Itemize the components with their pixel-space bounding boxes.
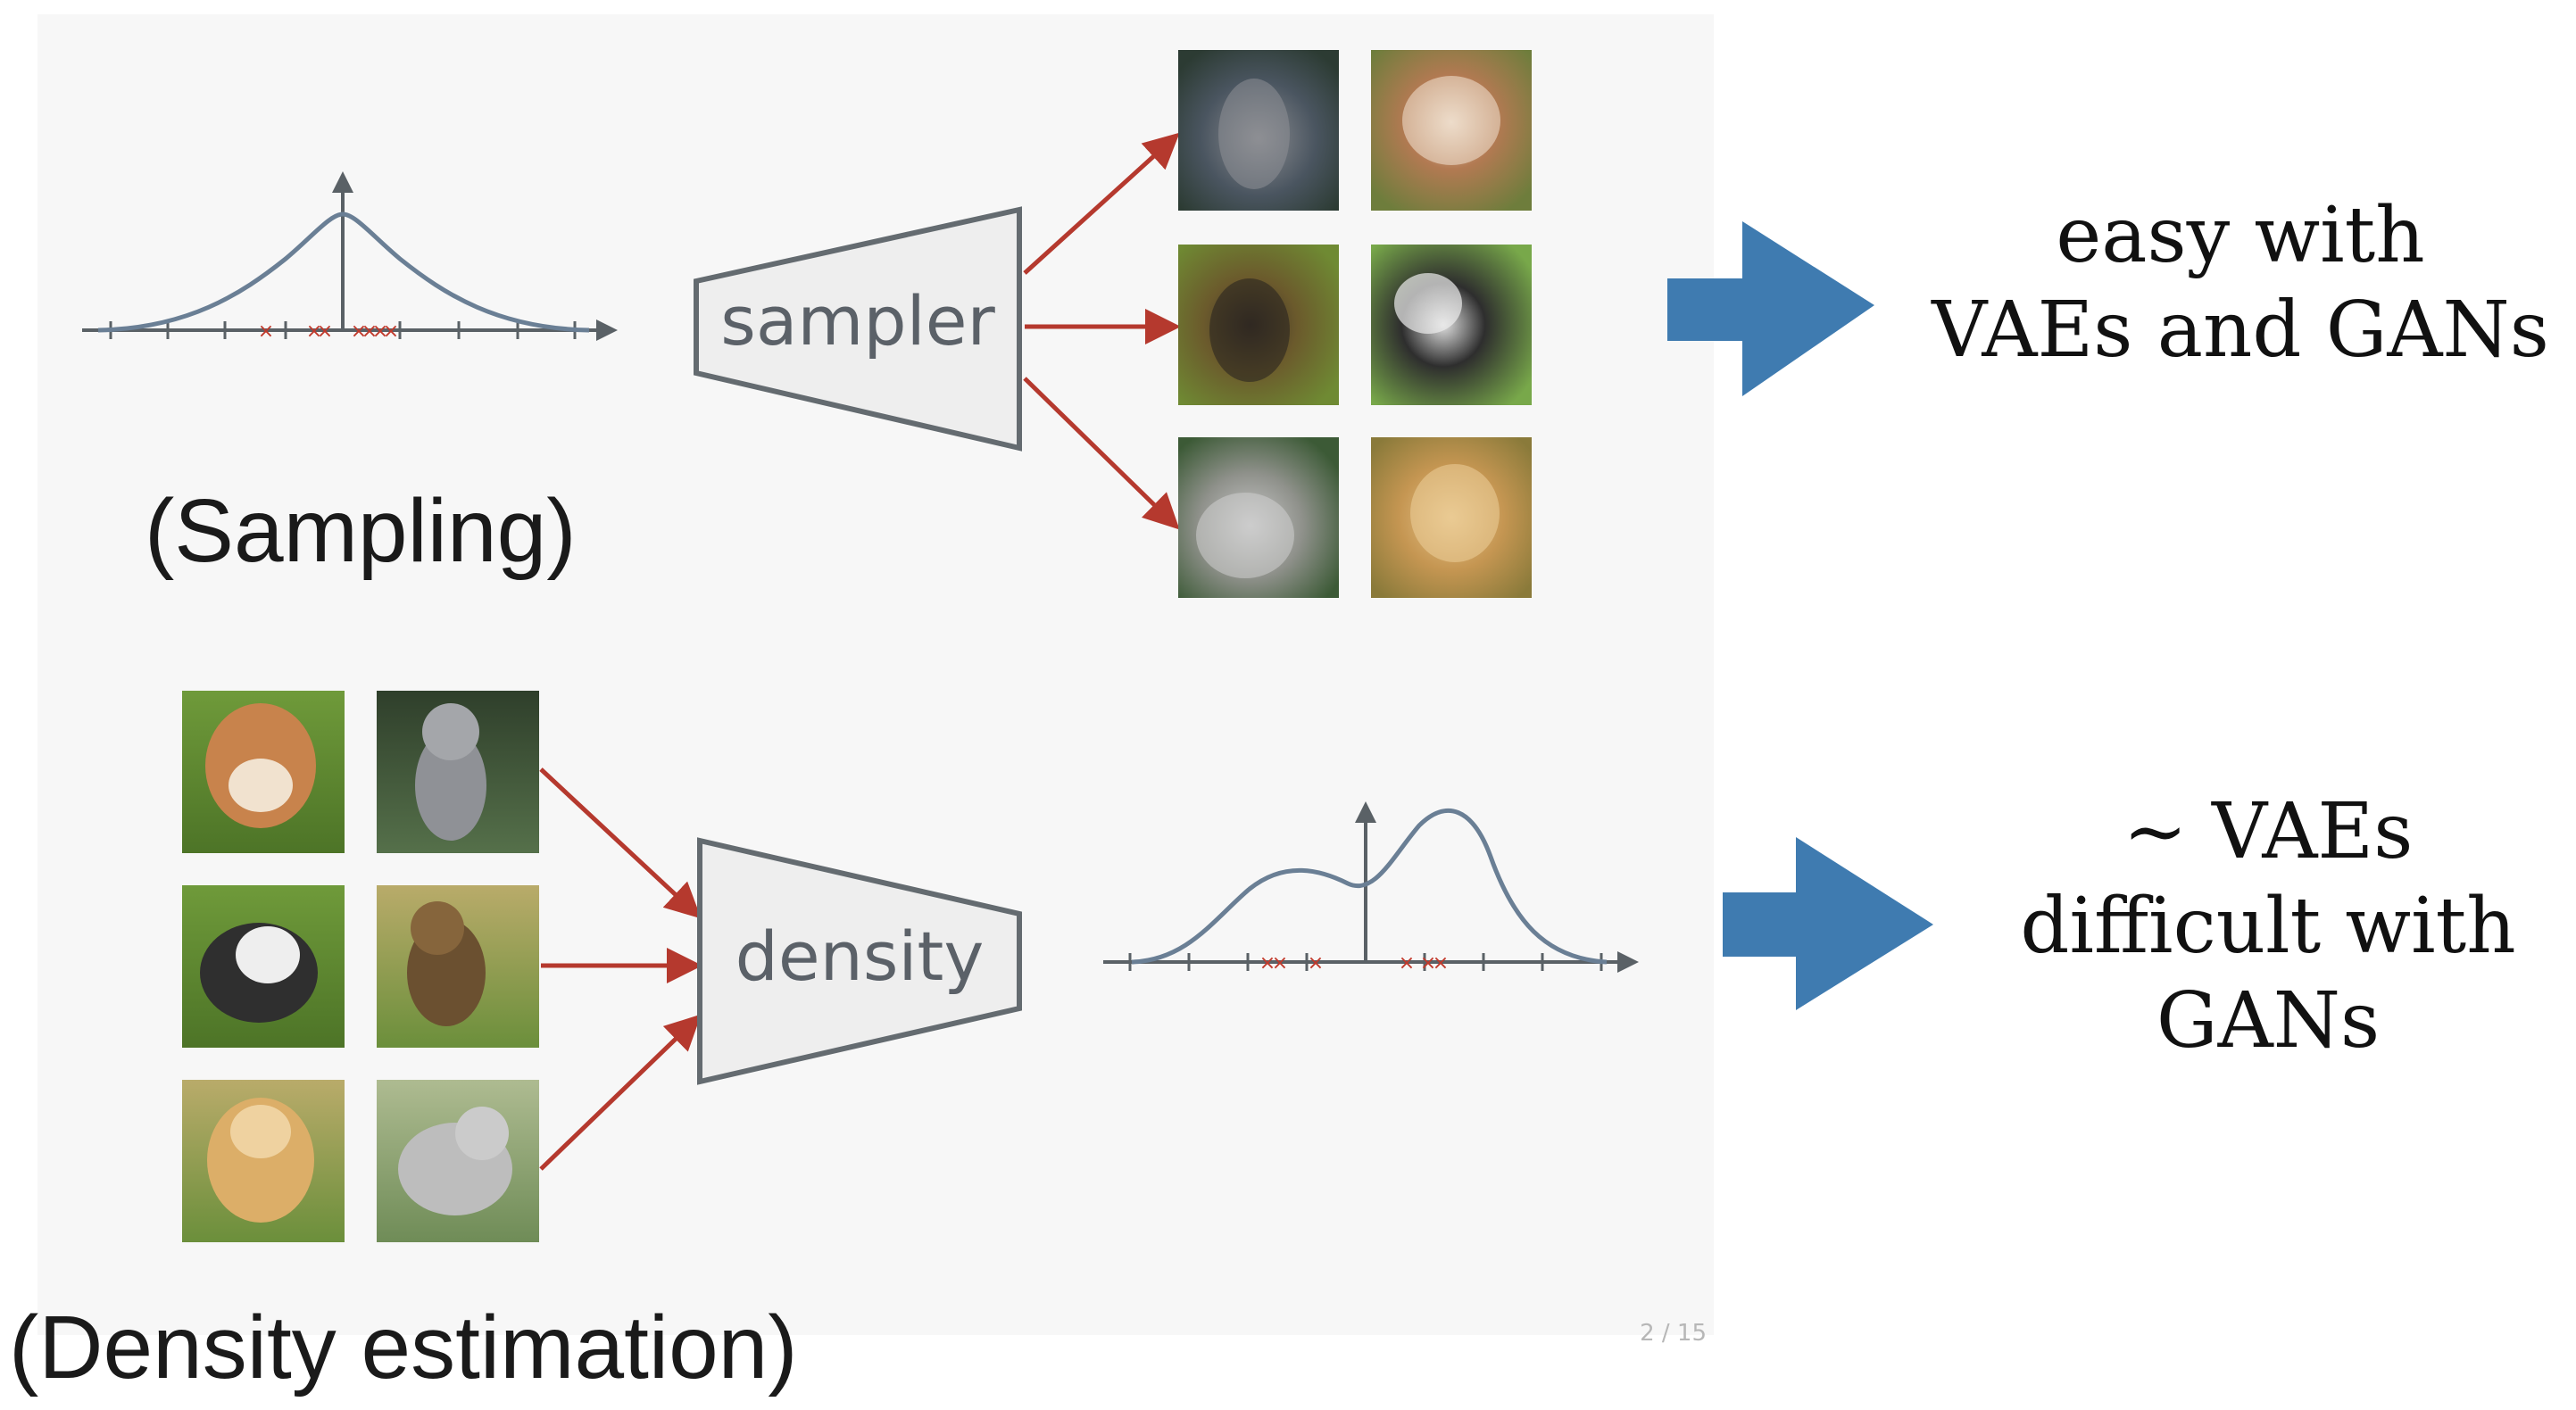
- arrow-icon: [539, 767, 702, 919]
- right-arrow-icon: [1667, 221, 1874, 396]
- husky-sample-image: [1371, 245, 1532, 405]
- density-result-line: difficult with: [2020, 881, 2516, 971]
- svg-text:×: ×: [372, 320, 388, 343]
- sampler-output-arrows: [1023, 132, 1181, 530]
- kitten-photo-image: [377, 885, 539, 1048]
- density-sample-markers: ××× ×××: [1259, 952, 1449, 975]
- gray-kitten-photo-image: [377, 1080, 539, 1242]
- golden-puppy-sample-image: [1371, 437, 1532, 598]
- bulldog-photo-image: [182, 691, 345, 853]
- density-caption: (Density estimation): [9, 1298, 798, 1398]
- prior-distribution-plot: ××× ××××: [82, 171, 618, 343]
- gray-kitten-sample-image: [1178, 437, 1339, 598]
- svg-text:×: ×: [383, 320, 399, 343]
- sampling-result-line: VAEs and GANs: [1932, 285, 2549, 375]
- svg-text:×: ×: [1272, 952, 1288, 975]
- svg-text:×: ×: [351, 320, 367, 343]
- estimated-density-plot: ××× ×××: [1103, 801, 1639, 975]
- arrow-icon: [1023, 132, 1180, 275]
- sample-markers: ××× ××××: [258, 320, 399, 343]
- svg-text:×: ×: [317, 320, 333, 343]
- density-result-text: ~ VAEs difficult with GANs: [1960, 785, 2576, 1068]
- svg-text:×: ×: [1399, 952, 1415, 975]
- bulldog-sample-image: [1371, 50, 1532, 211]
- husky-photo-image: [182, 885, 345, 1048]
- svg-text:×: ×: [1308, 952, 1324, 975]
- slide-number: 2 / 15: [1640, 1320, 1707, 1347]
- sampling-result-line: easy with: [2056, 191, 2425, 280]
- density-label: density: [735, 916, 985, 996]
- density-result-line: GANs: [2156, 975, 2381, 1066]
- density-result-line: ~ VAEs: [2123, 787, 2414, 876]
- svg-text:×: ×: [361, 320, 378, 343]
- svg-text:×: ×: [258, 320, 274, 343]
- arrow-icon: [539, 1014, 702, 1171]
- generated-samples: [1178, 50, 1532, 598]
- sampling-result-text: easy with VAEs and GANs: [1919, 189, 2562, 378]
- sampling-caption: (Sampling): [145, 481, 577, 581]
- arrow-icon: [1023, 377, 1180, 530]
- sampler-box: sampler: [694, 206, 1022, 452]
- golden-puppy-photo-image: [182, 1080, 345, 1242]
- svg-text:×: ×: [1420, 952, 1436, 975]
- density-input-arrows: [539, 767, 702, 1171]
- cat-photo-image: [377, 691, 539, 853]
- svg-text:×: ×: [1433, 952, 1449, 975]
- density-box: density: [697, 837, 1022, 1085]
- kitten-sample-image: [1178, 245, 1339, 405]
- svg-text:×: ×: [1259, 952, 1276, 975]
- svg-text:×: ×: [306, 320, 322, 343]
- right-arrow-icon: [1723, 837, 1933, 1010]
- sampler-label: sampler: [720, 281, 995, 361]
- cat-sample-image: [1178, 50, 1339, 211]
- input-photos: [182, 691, 539, 1242]
